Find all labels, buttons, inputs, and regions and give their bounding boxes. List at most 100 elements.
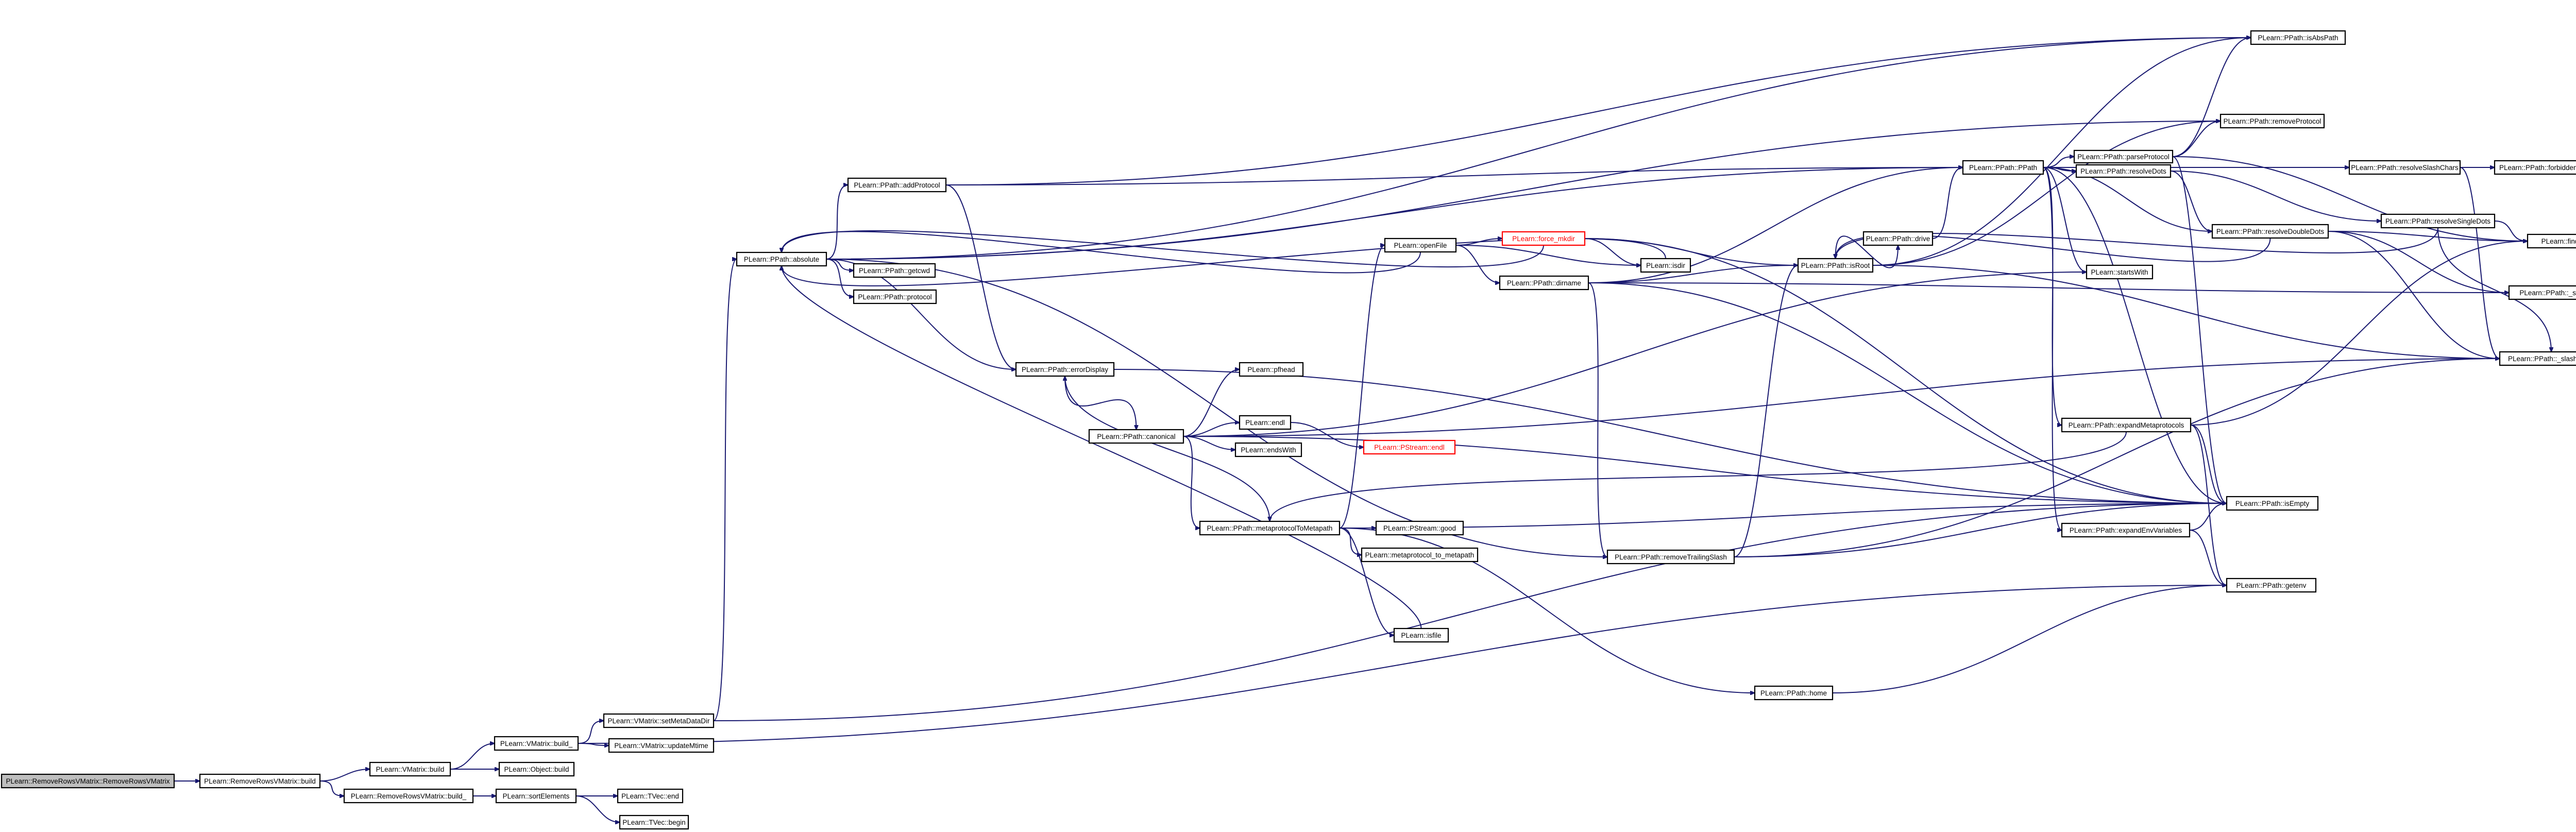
node-metaprotocoltometapath[interactable]: PLearn::PPath::metaprotocolToMetapath [1199,520,1341,536]
node-force-mkdir[interactable]: PLearn::force_mkdir [1501,231,1586,246]
node-parseprotocol[interactable]: PLearn::PPath::parseProtocol [2073,149,2174,164]
node-pstream-endl[interactable]: PLearn::PStream::endl [1363,439,1456,455]
edge-dirname-to-isroot [1588,265,1798,283]
node-metaprotocol-to-metapath[interactable]: PLearn::metaprotocol_to_metapath [1361,547,1479,563]
node-endswith[interactable]: PLearn::endsWith [1234,442,1302,457]
node-protocol[interactable]: PLearn::PPath::protocol [853,289,937,304]
edge-expandmetaprotocols-to-find [2190,241,2528,426]
node-box [1363,439,1456,455]
node-removetrailingslash[interactable]: PLearn::PPath::removeTrailingSlash [1606,549,1735,565]
edge-resolvesingledots-to--slash-char [2437,227,2551,352]
node-startswith[interactable]: PLearn::startsWith [2086,264,2154,280]
node-removeprotocol[interactable]: PLearn::PPath::removeProtocol [2219,113,2325,129]
node-isfile[interactable]: PLearn::isfile [1393,627,1449,643]
node-rrv-build[interactable]: PLearn::RemoveRowsVMatrix::build [199,773,321,789]
node-label: PLearn::PPath::getenv [2236,582,2307,589]
node-pfhead[interactable]: PLearn::pfhead [1239,362,1304,377]
edge-resolvesingledots-to-find [2494,220,2528,241]
edge-parseprotocol-to-isempty [2172,156,2227,503]
node-drive[interactable]: PLearn::PPath::drive [1862,231,1934,246]
edge-canonical-to-startswith [1183,272,2087,437]
edge-openfile-to-dirname [1455,245,1500,283]
node-label: PLearn::TVec::begin [622,819,685,826]
node-expandenvvariables[interactable]: PLearn::PPath::expandEnvVariables [2061,522,2191,538]
edge-absolute-to-protocol [826,259,854,297]
node-pstream-good[interactable]: PLearn::PStream::good [1375,520,1464,536]
node-label: PLearn::metaprotocol_to_metapath [1365,551,1475,559]
node-label: PLearn::VMatrix::setMetaDataDir [607,717,710,725]
node-dirname[interactable]: PLearn::PPath::dirname [1499,275,1589,291]
edge-expandmetaprotocols-to-getenv [2190,425,2227,585]
node-getenv[interactable]: PLearn::PPath::getenv [2226,578,2317,593]
node-setmetadatadir[interactable]: PLearn::VMatrix::setMetaDataDir [603,713,715,728]
node-box [2250,30,2346,45]
node-label: PLearn::VMatrix::build [376,766,445,773]
node-errordisplay[interactable]: PLearn::PPath::errorDisplay [1015,362,1115,377]
node-isabspath[interactable]: PLearn::PPath::isAbsPath [2250,30,2346,45]
node-box [617,788,684,804]
node-label: PLearn::PPath::PPath [1969,164,2037,172]
node-box [1501,231,1586,246]
edge-setmetadatadir-to-isempty [713,503,2227,721]
node-endl[interactable]: PLearn::endl [1239,415,1292,430]
edge-isroot-to--slash-char [1872,265,2500,359]
node-canonical[interactable]: PLearn::PPath::canonical [1088,429,1184,444]
node-box [847,177,947,193]
node-root[interactable]: PLearn::RemoveRowsVMatrix::RemoveRowsVMa… [1,773,175,789]
node-label: PLearn::PPath::errorDisplay [1022,366,1108,373]
edge-drive-to-ppath-ctor [1932,167,1963,239]
node-label: PLearn::PPath::resolveDots [2080,167,2166,175]
edge-canonical-to-pfhead [1183,369,1240,437]
edge-dirname-to-removetrailingslash [1588,282,1607,557]
node-resolvesingledots[interactable]: PLearn::PPath::resolveSingleDots [2380,213,2496,229]
edge-addprotocol-to-ppath-ctor [945,167,1963,185]
node-tvec-begin[interactable]: PLearn::TVec::begin [619,814,689,830]
node-isempty[interactable]: PLearn::PPath::isEmpty [2226,496,2319,511]
node-updatemtime[interactable]: PLearn::VMatrix::updateMtime [608,738,715,753]
edge-ppath-ctor-to-resolvedoubledots [2043,167,2212,231]
node-forbidden-chars[interactable]: PLearn::PPath::forbidden_chars [2494,160,2576,175]
node-home[interactable]: PLearn::PPath::home [1754,685,1834,701]
node-label: PLearn::startsWith [2091,268,2148,276]
node-resolvedoubledots[interactable]: PLearn::PPath::resolveDoubleDots [2211,224,2329,239]
edge-force-mkdir-to-isdir [1584,238,1641,265]
edge-rrv-build-to-rrv-build- [319,780,344,796]
node-box [1862,231,1934,246]
node-label: PLearn::find [2541,237,2576,245]
node-label: PLearn::PStream::good [1383,524,1456,532]
node-expandmetaprotocols[interactable]: PLearn::PPath::expandMetaprotocols [2061,417,2192,433]
node-isdir[interactable]: PLearn::isdir [1640,258,1691,273]
node-tvec-end[interactable]: PLearn::TVec::end [617,788,684,804]
node-label: PLearn::PPath::resolveSlashChars [2351,164,2459,172]
node-vm-build[interactable]: PLearn::VMatrix::build [369,761,451,777]
edge-isroot-to-isabspath [1872,38,2251,266]
node-isroot[interactable]: PLearn::PPath::isRoot [1797,258,1874,273]
edge-metaprotocoltometapath-to-openfile [1339,245,1385,529]
node-rrv-build-[interactable]: PLearn::RemoveRowsVMatrix::build_ [343,788,474,804]
node-label: PLearn::VMatrix::updateMtime [614,742,708,750]
node-absolute[interactable]: PLearn::PPath::absolute [736,251,827,267]
node-resolvedots[interactable]: PLearn::PPath::resolveDots [2075,164,2172,178]
node--slash[interactable]: PLearn::PPath::_slash [2508,285,2576,300]
node-box [1499,275,1589,291]
edge-metaprotocoltometapath-to-errordisplay [1065,376,1270,522]
node-find[interactable]: PLearn::find [2527,233,2576,249]
node-label: PLearn::PPath::isAbsPath [2258,34,2338,42]
node-box [2494,160,2576,175]
node--slash-char[interactable]: PLearn::PPath::_slash_char [2499,351,2576,366]
node-openfile[interactable]: PLearn::openFile [1384,237,1457,253]
node-sortelements[interactable]: PLearn::sortElements [495,788,577,804]
node-getcwd[interactable]: PLearn::PPath::getcwd [853,263,936,278]
node-resolveslashchars[interactable]: PLearn::PPath::resolveSlashChars [2348,160,2461,175]
node-addprotocol[interactable]: PLearn::PPath::addProtocol [847,177,947,193]
edges-layer [174,38,2551,822]
node-label: PLearn::PPath::home [1760,689,1827,697]
edge-parseprotocol-to-isabspath [2172,38,2251,157]
edge-dirname-to-isempty [1588,282,2227,503]
node-obj-build[interactable]: PLearn::Object::build [498,761,575,777]
node-label: PLearn::RemoveRowsVMatrix::build_ [351,792,467,800]
edge-dirname-to-ppath-ctor [1588,167,1963,283]
node-box [1640,258,1691,273]
node-ppath-ctor[interactable]: PLearn::PPath::PPath [1962,160,2044,175]
node-vm-build-[interactable]: PLearn::VMatrix::build_ [494,736,579,751]
